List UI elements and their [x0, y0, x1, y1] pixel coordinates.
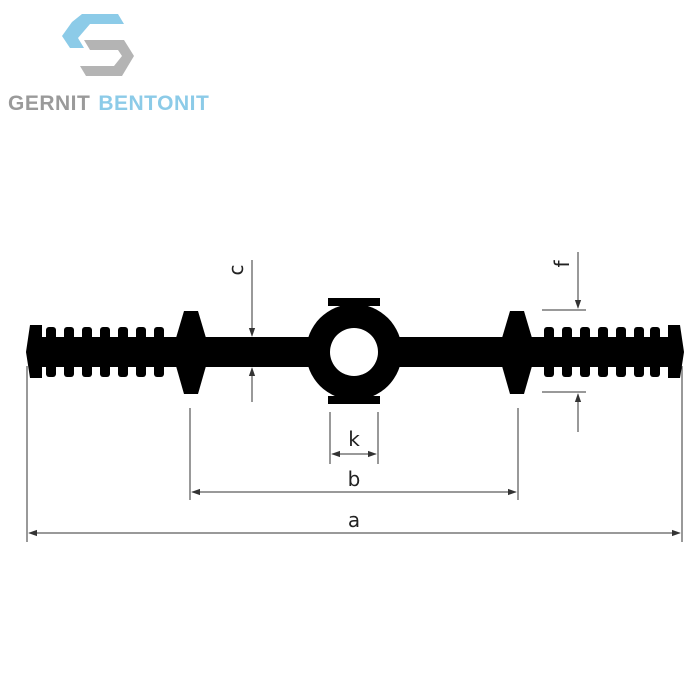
logo-upper-shape [62, 14, 124, 48]
center-hole [330, 328, 378, 376]
brand-word-gernit: GERNIT [8, 92, 91, 115]
right-anchor-bulb [502, 311, 532, 394]
waterstop-profile [26, 298, 684, 404]
logo-lower-shape [80, 40, 134, 76]
dim-c-label: c [224, 265, 248, 276]
dim-k-label: k [348, 427, 360, 451]
left-ribs [46, 327, 164, 377]
brand-name: GERNIT BENTONIT [8, 92, 209, 116]
brand-word-bentonit: BENTONIT [98, 92, 210, 115]
dim-b-label: b [348, 467, 361, 491]
dim-a-label: a [348, 508, 360, 532]
left-anchor-bulb [176, 311, 206, 394]
right-end-bulb [668, 325, 684, 378]
logo-mark-icon [62, 14, 134, 76]
dimension-lines [26, 252, 683, 542]
dim-f-label: f [550, 260, 574, 268]
brand-logo: GERNIT BENTONIT [0, 0, 220, 130]
center-top-flat [328, 298, 380, 306]
right-ribs [544, 327, 660, 377]
left-end-bulb [26, 325, 42, 378]
